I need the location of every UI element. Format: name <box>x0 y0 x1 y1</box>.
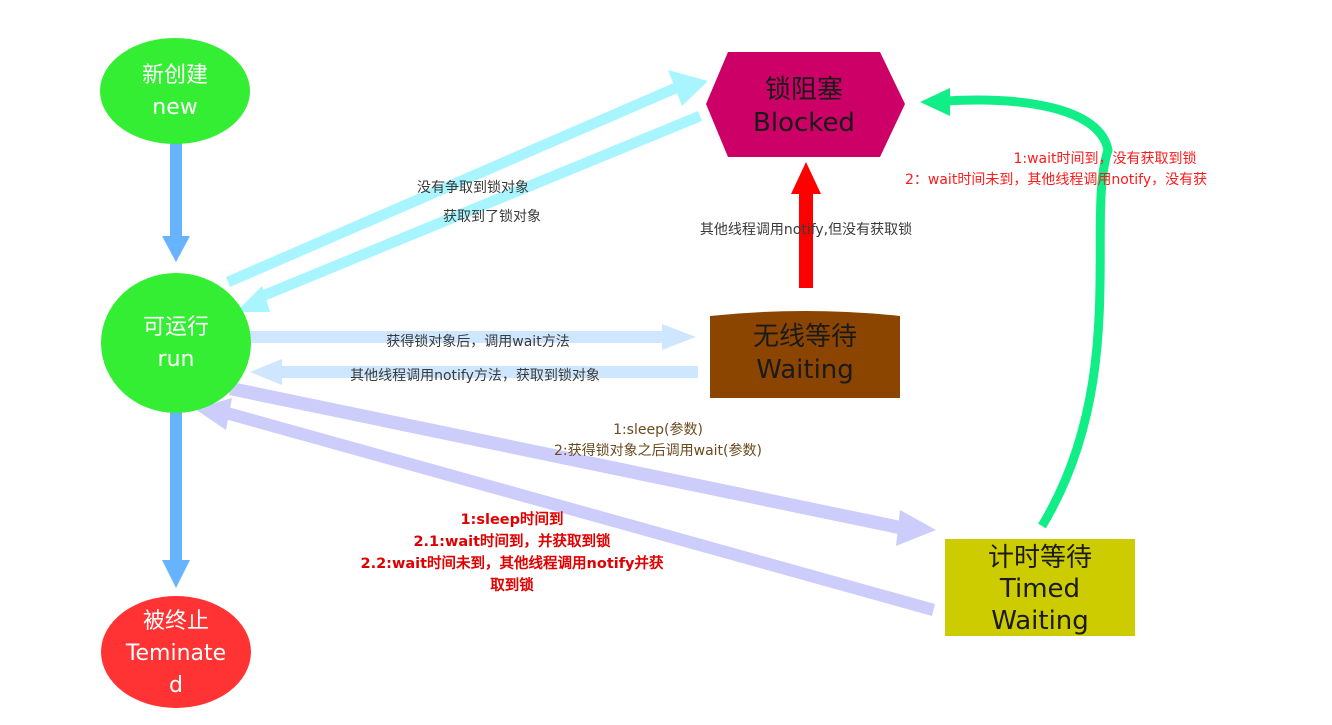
state-terminated-zh: 被终止 <box>143 609 209 634</box>
label-timed-to-run-1: 1:sleep时间到 <box>460 510 563 528</box>
state-new: 新创建 new <box>100 38 250 144</box>
state-waiting-zh: 无线等待 <box>753 322 857 352</box>
label-run-to-blocked: 没有争取到锁对象 <box>417 180 529 196</box>
state-timed-en-2: Waiting <box>991 606 1089 636</box>
state-timed-en-1: Timed <box>999 574 1080 604</box>
state-blocked-zh: 锁阻塞 <box>765 75 843 105</box>
arrow-timed-to-blocked <box>920 88 1113 529</box>
label-timed-to-blocked-2: 2：wait时间未到，其他线程调用notify，没有获 <box>905 172 1207 188</box>
state-waiting: 无线等待 Waiting <box>710 311 900 398</box>
arrow-run-to-waiting <box>250 324 696 350</box>
label-run-to-waiting: 获得锁对象后，调用wait方法 <box>386 333 569 350</box>
label-timed-to-run-2: 2.1:wait时间到，并获取到锁 <box>413 532 611 550</box>
state-blocked: 锁阻塞 Blocked <box>706 52 905 157</box>
state-new-zh: 新创建 <box>142 63 208 88</box>
arrow-new-to-run <box>162 142 190 262</box>
arrow-timed-to-run <box>195 398 935 616</box>
arrow-blocked-to-run <box>236 111 702 312</box>
label-run-to-timed-2: 2:获得锁对象之后调用wait(参数) <box>554 442 762 459</box>
state-timed-waiting: 计时等待 Timed Waiting <box>945 539 1135 636</box>
arrow-waiting-to-run <box>250 359 698 385</box>
label-timed-to-run-4: 取到锁 <box>490 576 534 594</box>
label-blocked-to-run: 获取到了锁对象 <box>443 209 541 225</box>
label-waiting-to-blocked: 其他线程调用notify,但没有获取锁 <box>700 222 912 238</box>
arrow-run-to-timed <box>229 382 936 546</box>
state-terminated: 被终止 Teminate d <box>101 596 251 708</box>
state-run: 可运行 run <box>101 273 251 413</box>
state-run-en: run <box>158 347 195 372</box>
state-terminated-en-1: Teminate <box>125 641 226 666</box>
arrow-waiting-to-blocked <box>791 162 821 288</box>
state-blocked-en: Blocked <box>753 108 855 138</box>
state-timed-zh: 计时等待 <box>988 543 1092 573</box>
state-waiting-en: Waiting <box>756 355 854 385</box>
label-timed-to-run-3: 2.2:wait时间未到，其他线程调用notify并获 <box>360 554 664 572</box>
state-terminated-en-2: d <box>169 673 183 698</box>
label-timed-to-blocked-1: 1:wait时间到，没有获取到锁 <box>1013 151 1196 167</box>
label-waiting-to-run: 其他线程调用notify方法，获取到锁对象 <box>350 368 600 384</box>
arrow-run-to-blocked <box>226 70 708 287</box>
arrow-run-to-terminated <box>162 412 190 588</box>
label-run-to-timed-1: 1:sleep(参数) <box>613 421 703 438</box>
state-new-en: new <box>152 95 197 120</box>
state-run-zh: 可运行 <box>143 315 209 340</box>
